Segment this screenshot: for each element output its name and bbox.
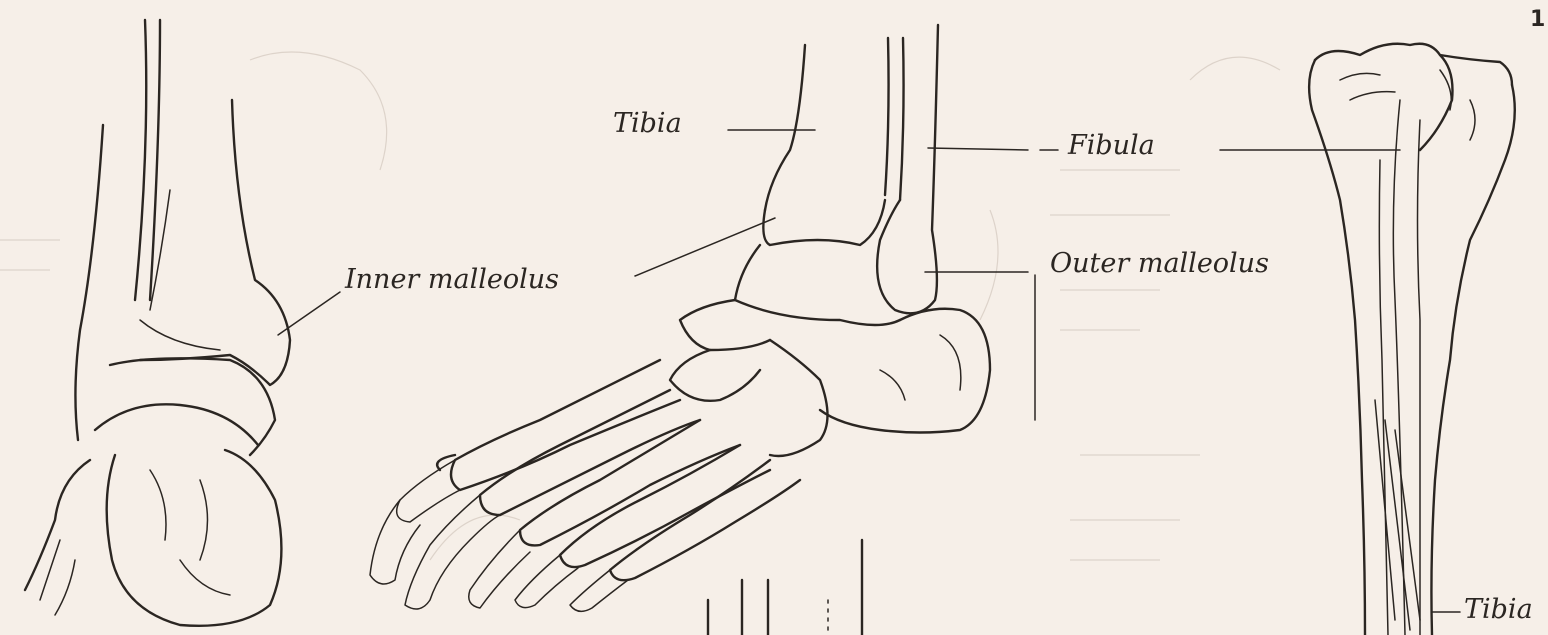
label-tibia: Tibia xyxy=(613,108,682,139)
posterior-ankle-illustration xyxy=(25,20,290,626)
lower-figure-lines xyxy=(708,540,862,635)
label-fibula: Fibula xyxy=(1067,130,1155,161)
tibia-bone-illustration xyxy=(1309,44,1515,635)
inner-malleolus-leader-line-left xyxy=(278,292,340,335)
figure-number: 1 xyxy=(1530,7,1545,32)
label-inner-malleolus: Inner malleolus xyxy=(344,264,559,295)
fibula-leader-line-left xyxy=(928,148,1058,150)
label-outer-malleolus: Outer malleolus xyxy=(1050,248,1269,279)
inner-malleolus-leader-line-right xyxy=(635,218,775,276)
leader-lines xyxy=(278,130,1460,635)
label-tibia-bottom: Tibia xyxy=(1464,594,1533,625)
